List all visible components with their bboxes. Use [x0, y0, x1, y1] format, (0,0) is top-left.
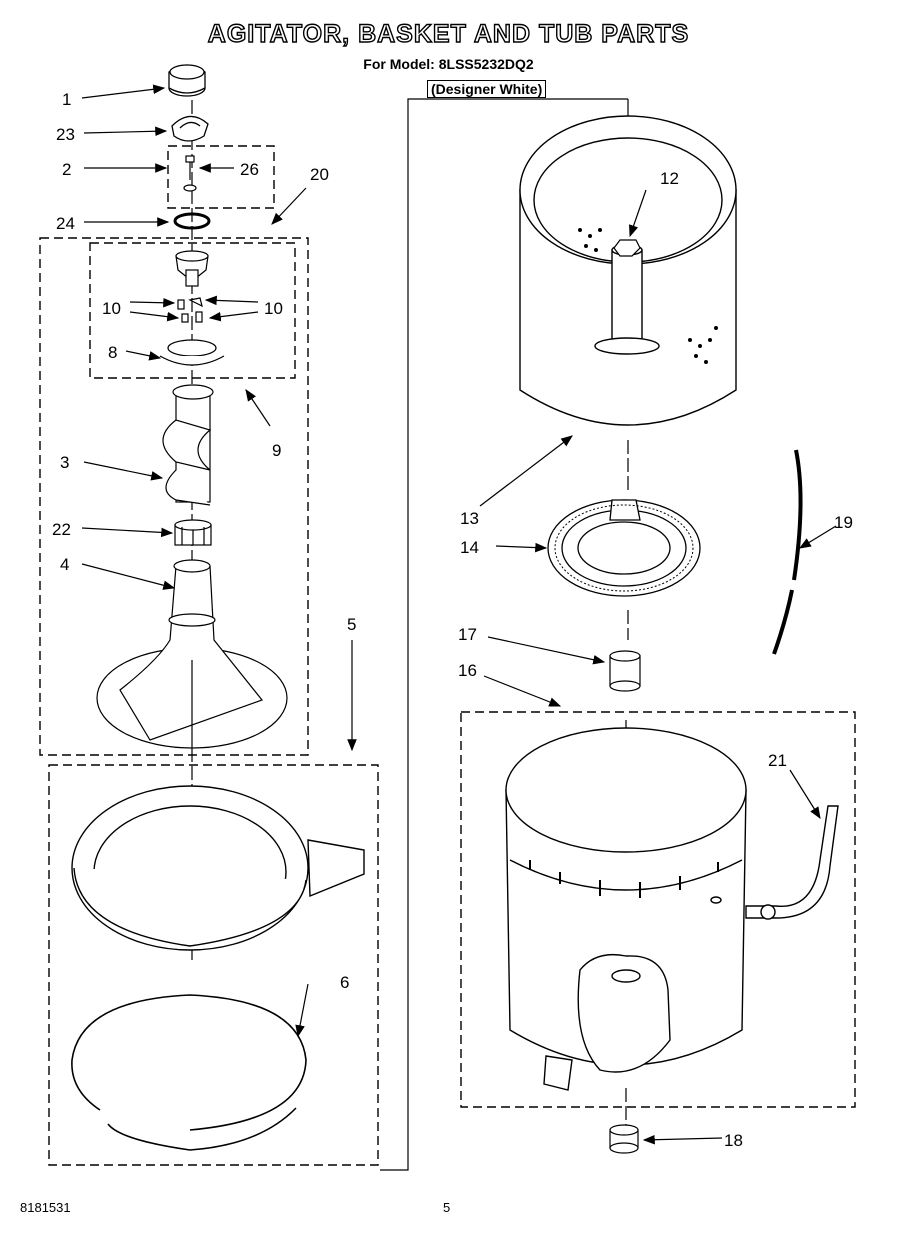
- callout-13: 13: [460, 509, 479, 528]
- tub-seal-ring-drawing: [71, 994, 307, 1151]
- group-box-9: [89, 242, 296, 379]
- callout-1: 1: [62, 90, 71, 109]
- group-boxes: [39, 145, 856, 1166]
- wash-basket-drawing: [519, 115, 737, 426]
- hub-teeth: [554, 504, 694, 592]
- callout-12: 12: [660, 169, 679, 188]
- footer-code: 8181531: [20, 1200, 71, 1215]
- agitator-cam-drawing: [159, 250, 225, 366]
- drain-plug-drawing: [609, 1124, 639, 1154]
- tub-ring-drawing: [71, 785, 365, 951]
- drive-ring-drawing: [174, 519, 212, 546]
- callout-26: 26: [240, 160, 259, 179]
- callout-labels: 1 23 2 26 20 24 10 10 8 9 3 22 4 5 6 12 …: [52, 90, 853, 1150]
- callout-10-left: 10: [102, 299, 121, 318]
- callout-5: 5: [347, 615, 356, 634]
- agitator-base-drawing: [96, 559, 288, 749]
- group-box-20: [39, 237, 309, 756]
- callout-9: 9: [272, 441, 281, 460]
- tub-slots: [529, 860, 719, 898]
- callout-22: 22: [52, 520, 71, 539]
- callout-20: 20: [310, 165, 329, 184]
- o-ring-drawing: [173, 212, 211, 230]
- basket-perforations: [578, 228, 718, 364]
- bearing-drawing: [609, 650, 641, 692]
- agitator-auger-drawing: [162, 384, 214, 506]
- callout-16: 16: [458, 661, 477, 680]
- callout-21: 21: [768, 751, 787, 770]
- drain-hose-drawing: [710, 805, 839, 920]
- page-title: AGITATOR, BASKET AND TUB PARTS: [207, 19, 690, 48]
- color-designation: (Designer White): [427, 80, 547, 98]
- leader-arrows: [81, 84, 837, 1145]
- callout-2: 2: [62, 160, 71, 179]
- basket-hub-drawing: [547, 499, 701, 597]
- basket-nut-drawing: [613, 239, 641, 257]
- callout-17: 17: [458, 625, 477, 644]
- hose-drawing: [772, 449, 803, 655]
- agitator-cap-drawing: [168, 64, 206, 97]
- model-number-line: For Model: 8LSS5232DQ2: [363, 56, 534, 72]
- callout-6: 6: [340, 973, 349, 992]
- page-number: 5: [443, 1200, 451, 1215]
- callout-10-right: 10: [264, 299, 283, 318]
- callout-3: 3: [60, 453, 69, 472]
- callout-14: 14: [460, 538, 479, 557]
- outer-tub-drawing: [505, 727, 747, 1091]
- group-box-16: [460, 711, 856, 1108]
- cap-seal-drawing: [171, 115, 209, 142]
- bolt-washer-drawing: [183, 155, 197, 192]
- callout-23: 23: [56, 125, 75, 144]
- callout-4: 4: [60, 555, 69, 574]
- callout-18: 18: [724, 1131, 743, 1150]
- callout-19: 19: [834, 513, 853, 532]
- callout-8: 8: [108, 343, 117, 362]
- callout-24: 24: [56, 214, 75, 233]
